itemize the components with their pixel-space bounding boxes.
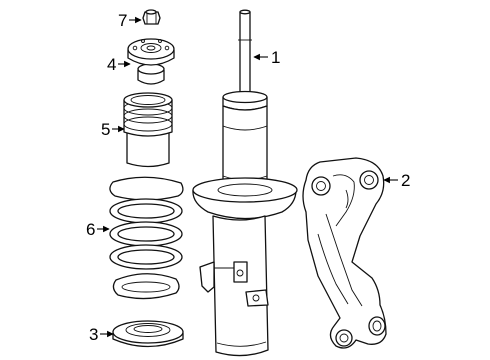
callout-6: 6 (86, 220, 110, 239)
steering-knuckle (302, 157, 387, 349)
callout-2: 2 (383, 171, 410, 190)
callout-4: 4 (107, 55, 131, 74)
callout-3: 3 (89, 325, 114, 344)
callout-number-7: 7 (118, 11, 127, 30)
upper-strut-mount (127, 38, 175, 85)
callout-7: 7 (118, 11, 142, 30)
callout-5: 5 (101, 120, 125, 139)
bump-stop-boot (123, 92, 173, 168)
lower-spring-seat (112, 320, 184, 348)
callout-number-4: 4 (107, 55, 116, 74)
callout-number-6: 6 (86, 220, 95, 239)
callout-number-1: 1 (271, 48, 280, 67)
coil-spring (109, 176, 184, 300)
callout-number-2: 2 (401, 171, 410, 190)
mount-nut (142, 9, 161, 25)
callout-1: 1 (253, 48, 280, 67)
callout-number-3: 3 (89, 325, 98, 344)
strut-assembly (192, 9, 298, 357)
callout-number-5: 5 (101, 120, 110, 139)
